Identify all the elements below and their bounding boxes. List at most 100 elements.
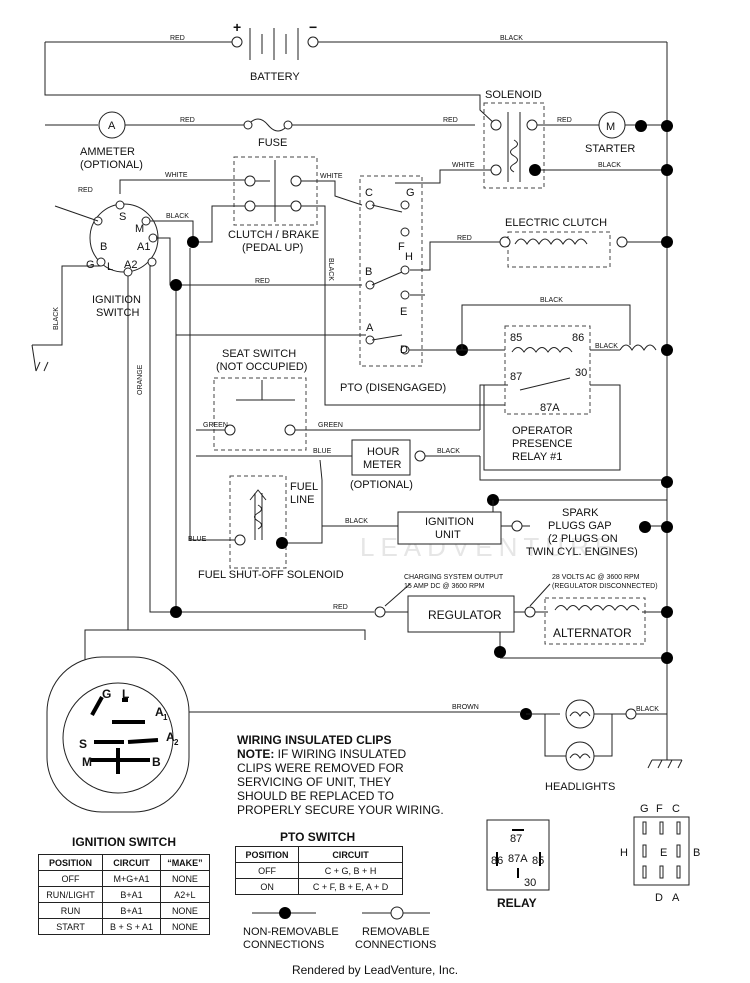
svg-text:SPARK: SPARK [562,507,599,519]
svg-text:87A: 87A [508,853,528,865]
svg-text:A: A [366,322,374,334]
svg-text:PRESENCE: PRESENCE [512,438,573,450]
svg-text:WHITE: WHITE [165,172,188,179]
svg-text:A: A [672,892,680,904]
svg-text:28 VOLTS AC @ 3600 RPM: 28 VOLTS AC @ 3600 RPM [552,574,640,581]
svg-text:OPERATOR: OPERATOR [512,425,573,437]
svg-text:G: G [640,803,649,815]
svg-text:E: E [400,306,407,318]
svg-text:BLACK: BLACK [345,518,368,525]
svg-text:ELECTRIC CLUTCH: ELECTRIC CLUTCH [505,217,607,229]
svg-text:BLACK: BLACK [53,307,60,330]
svg-text:S: S [79,737,87,751]
wiring-note: WIRING INSULATED CLIPS NOTE: IF WIRING I… [237,733,444,817]
pto-switch: C G F H B E A D PTO (DISENGAGED) [340,175,446,394]
svg-text:B: B [693,847,700,859]
svg-text:RED: RED [333,604,348,611]
svg-text:STARTER: STARTER [585,143,635,155]
svg-text:87: 87 [510,371,522,383]
svg-text:BLACK: BLACK [327,258,334,281]
solenoid: SOLENOID [483,89,545,189]
svg-text:C: C [672,803,680,815]
svg-text:HEADLIGHTS: HEADLIGHTS [545,781,615,793]
svg-text:GREEN: GREEN [203,422,228,429]
ground-right [647,759,683,769]
svg-text:A: A [155,705,164,719]
seat-switch: SEAT SWITCH (NOT OCCUPIED) [213,348,307,451]
svg-text:M: M [82,755,92,769]
svg-text:FUEL SHUT-OFF SOLENOID: FUEL SHUT-OFF SOLENOID [198,569,344,581]
svg-text:M: M [135,223,144,235]
footer-credit: Rendered by LeadVenture, Inc. [291,963,459,977]
svg-text:NON-REMOVABLE: NON-REMOVABLE [243,926,339,938]
alternator: ALTERNATOR [544,597,646,645]
svg-text:CONNECTIONS: CONNECTIONS [355,939,436,951]
svg-text:(PEDAL UP): (PEDAL UP) [242,242,303,254]
svg-text:D: D [655,892,663,904]
svg-text:CHARGING SYSTEM OUTPUT: CHARGING SYSTEM OUTPUT [404,574,504,581]
svg-text:HOUR: HOUR [367,446,399,458]
electric-clutch: ELECTRIC CLUTCH [499,217,628,268]
note-line-2: CLIPS WERE REMOVED FOR [237,761,404,775]
svg-text:FUSE: FUSE [258,137,287,149]
svg-text:BLUE: BLUE [188,536,207,543]
svg-text:PLUGS GAP: PLUGS GAP [548,520,612,532]
svg-text:BLACK: BLACK [540,297,563,304]
ignition-switch-detail: G L A 1 A 2 S B M [46,656,190,813]
svg-text:85: 85 [532,855,544,867]
svg-text:RED: RED [443,117,458,124]
svg-text:M: M [606,121,615,133]
svg-text:REMOVABLE: REMOVABLE [362,926,430,938]
svg-text:B: B [152,755,161,769]
svg-text:WHITE: WHITE [452,162,475,169]
svg-text:PTO (DISENGAGED): PTO (DISENGAGED) [340,382,446,394]
ignition-table-title: IGNITION SWITCH [72,835,176,849]
svg-text:RELAY: RELAY [497,896,537,910]
fuel-shutoff-solenoid: FUEL LINE FUEL SHUT-OFF SOLENOID [198,475,344,581]
svg-text:H: H [405,251,413,263]
relay: 87 86 87A 85 30 RELAY [486,819,550,910]
svg-text:S: S [119,211,126,223]
svg-text:METER: METER [363,459,402,471]
svg-text:RED: RED [170,35,185,42]
svg-text:B: B [100,241,107,253]
svg-text:RED: RED [180,117,195,124]
svg-text:30: 30 [524,877,536,889]
svg-text:87: 87 [510,833,522,845]
svg-text:87A: 87A [540,402,560,414]
ground-left [31,344,62,372]
svg-text:BROWN: BROWN [452,704,479,711]
svg-text:C: C [365,187,373,199]
svg-text:SWITCH: SWITCH [96,307,139,319]
svg-text:WHITE: WHITE [320,173,343,180]
svg-text:(OPTIONAL): (OPTIONAL) [80,159,143,171]
clutch-brake-switch: CLUTCH / BRAKE (PEDAL UP) [228,156,319,254]
svg-text:F: F [398,241,405,253]
svg-text:BLACK: BLACK [166,213,189,220]
note-line-5: PROPERLY SECURE YOUR WIRING. [237,803,444,817]
starter: M STARTER [585,111,635,155]
svg-text:REGULATOR: REGULATOR [428,608,502,622]
svg-text:H: H [620,847,628,859]
ignition-unit: IGNITION UNIT [397,511,502,545]
svg-text:A: A [108,120,116,132]
svg-text:15 AMP DC @ 3600 RPM: 15 AMP DC @ 3600 RPM [404,583,485,590]
svg-text:L: L [107,261,113,273]
svg-text:G: G [86,259,95,271]
svg-text:ORANGE: ORANGE [137,364,144,395]
svg-text:IGNITION: IGNITION [92,294,141,306]
svg-text:(2 PLUGS ON: (2 PLUGS ON [548,533,618,545]
svg-text:BLUE: BLUE [313,448,332,455]
svg-text:IGNITION: IGNITION [425,516,474,528]
note-title: WIRING INSULATED CLIPS [237,733,392,747]
svg-text:GREEN: GREEN [318,422,343,429]
svg-text:(REGULATOR DISCONNECTED): (REGULATOR DISCONNECTED) [552,583,658,590]
svg-text:A: A [166,730,175,744]
svg-text:SEAT SWITCH: SEAT SWITCH [222,348,296,360]
